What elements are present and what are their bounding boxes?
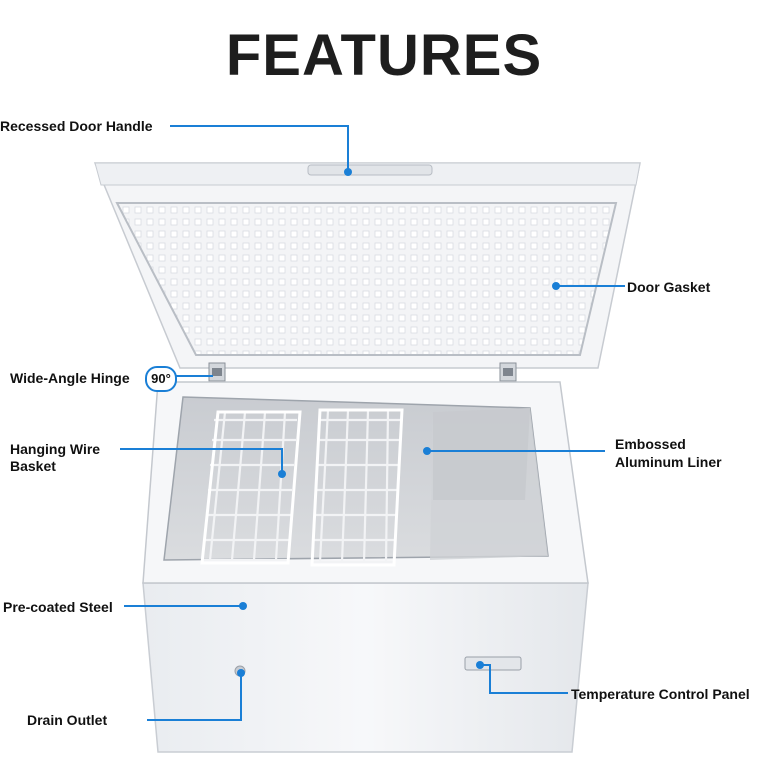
label-temperature-control-panel: Temperature Control Panel <box>571 686 750 702</box>
recessed-door-handle <box>307 164 433 176</box>
callout-dots <box>237 168 560 677</box>
label-wide-angle-hinge: Wide-Angle Hinge <box>10 370 130 386</box>
wire-basket-right <box>310 408 404 567</box>
label-aluminum-liner: Aluminum Liner <box>615 454 722 470</box>
label-drain-outlet: Drain Outlet <box>27 712 108 728</box>
callout-lines <box>120 125 625 721</box>
freezer-cabinet <box>142 381 589 753</box>
hinge-left <box>208 362 226 382</box>
label-hanging-wire: Hanging Wire <box>10 441 101 457</box>
callout-drain <box>147 673 242 721</box>
label-recessed-door-handle: Recessed Door Handle <box>0 118 153 134</box>
label-pre-coated-steel: Pre-coated Steel <box>3 599 113 615</box>
callout-basket <box>120 448 283 474</box>
hinge-right <box>499 362 517 382</box>
freezer-lid <box>93 162 641 369</box>
label-embossed: Embossed <box>615 436 686 452</box>
callout-temp-panel <box>480 664 568 694</box>
label-basket: Basket <box>10 458 56 474</box>
hinge-90-badge: 90° <box>145 366 177 392</box>
wire-basket-left <box>200 410 302 565</box>
label-door-gasket: Door Gasket <box>627 279 711 295</box>
temperature-control-panel <box>464 656 522 671</box>
page-title: FEATURES <box>225 23 543 88</box>
callout-door-handle <box>170 125 349 172</box>
